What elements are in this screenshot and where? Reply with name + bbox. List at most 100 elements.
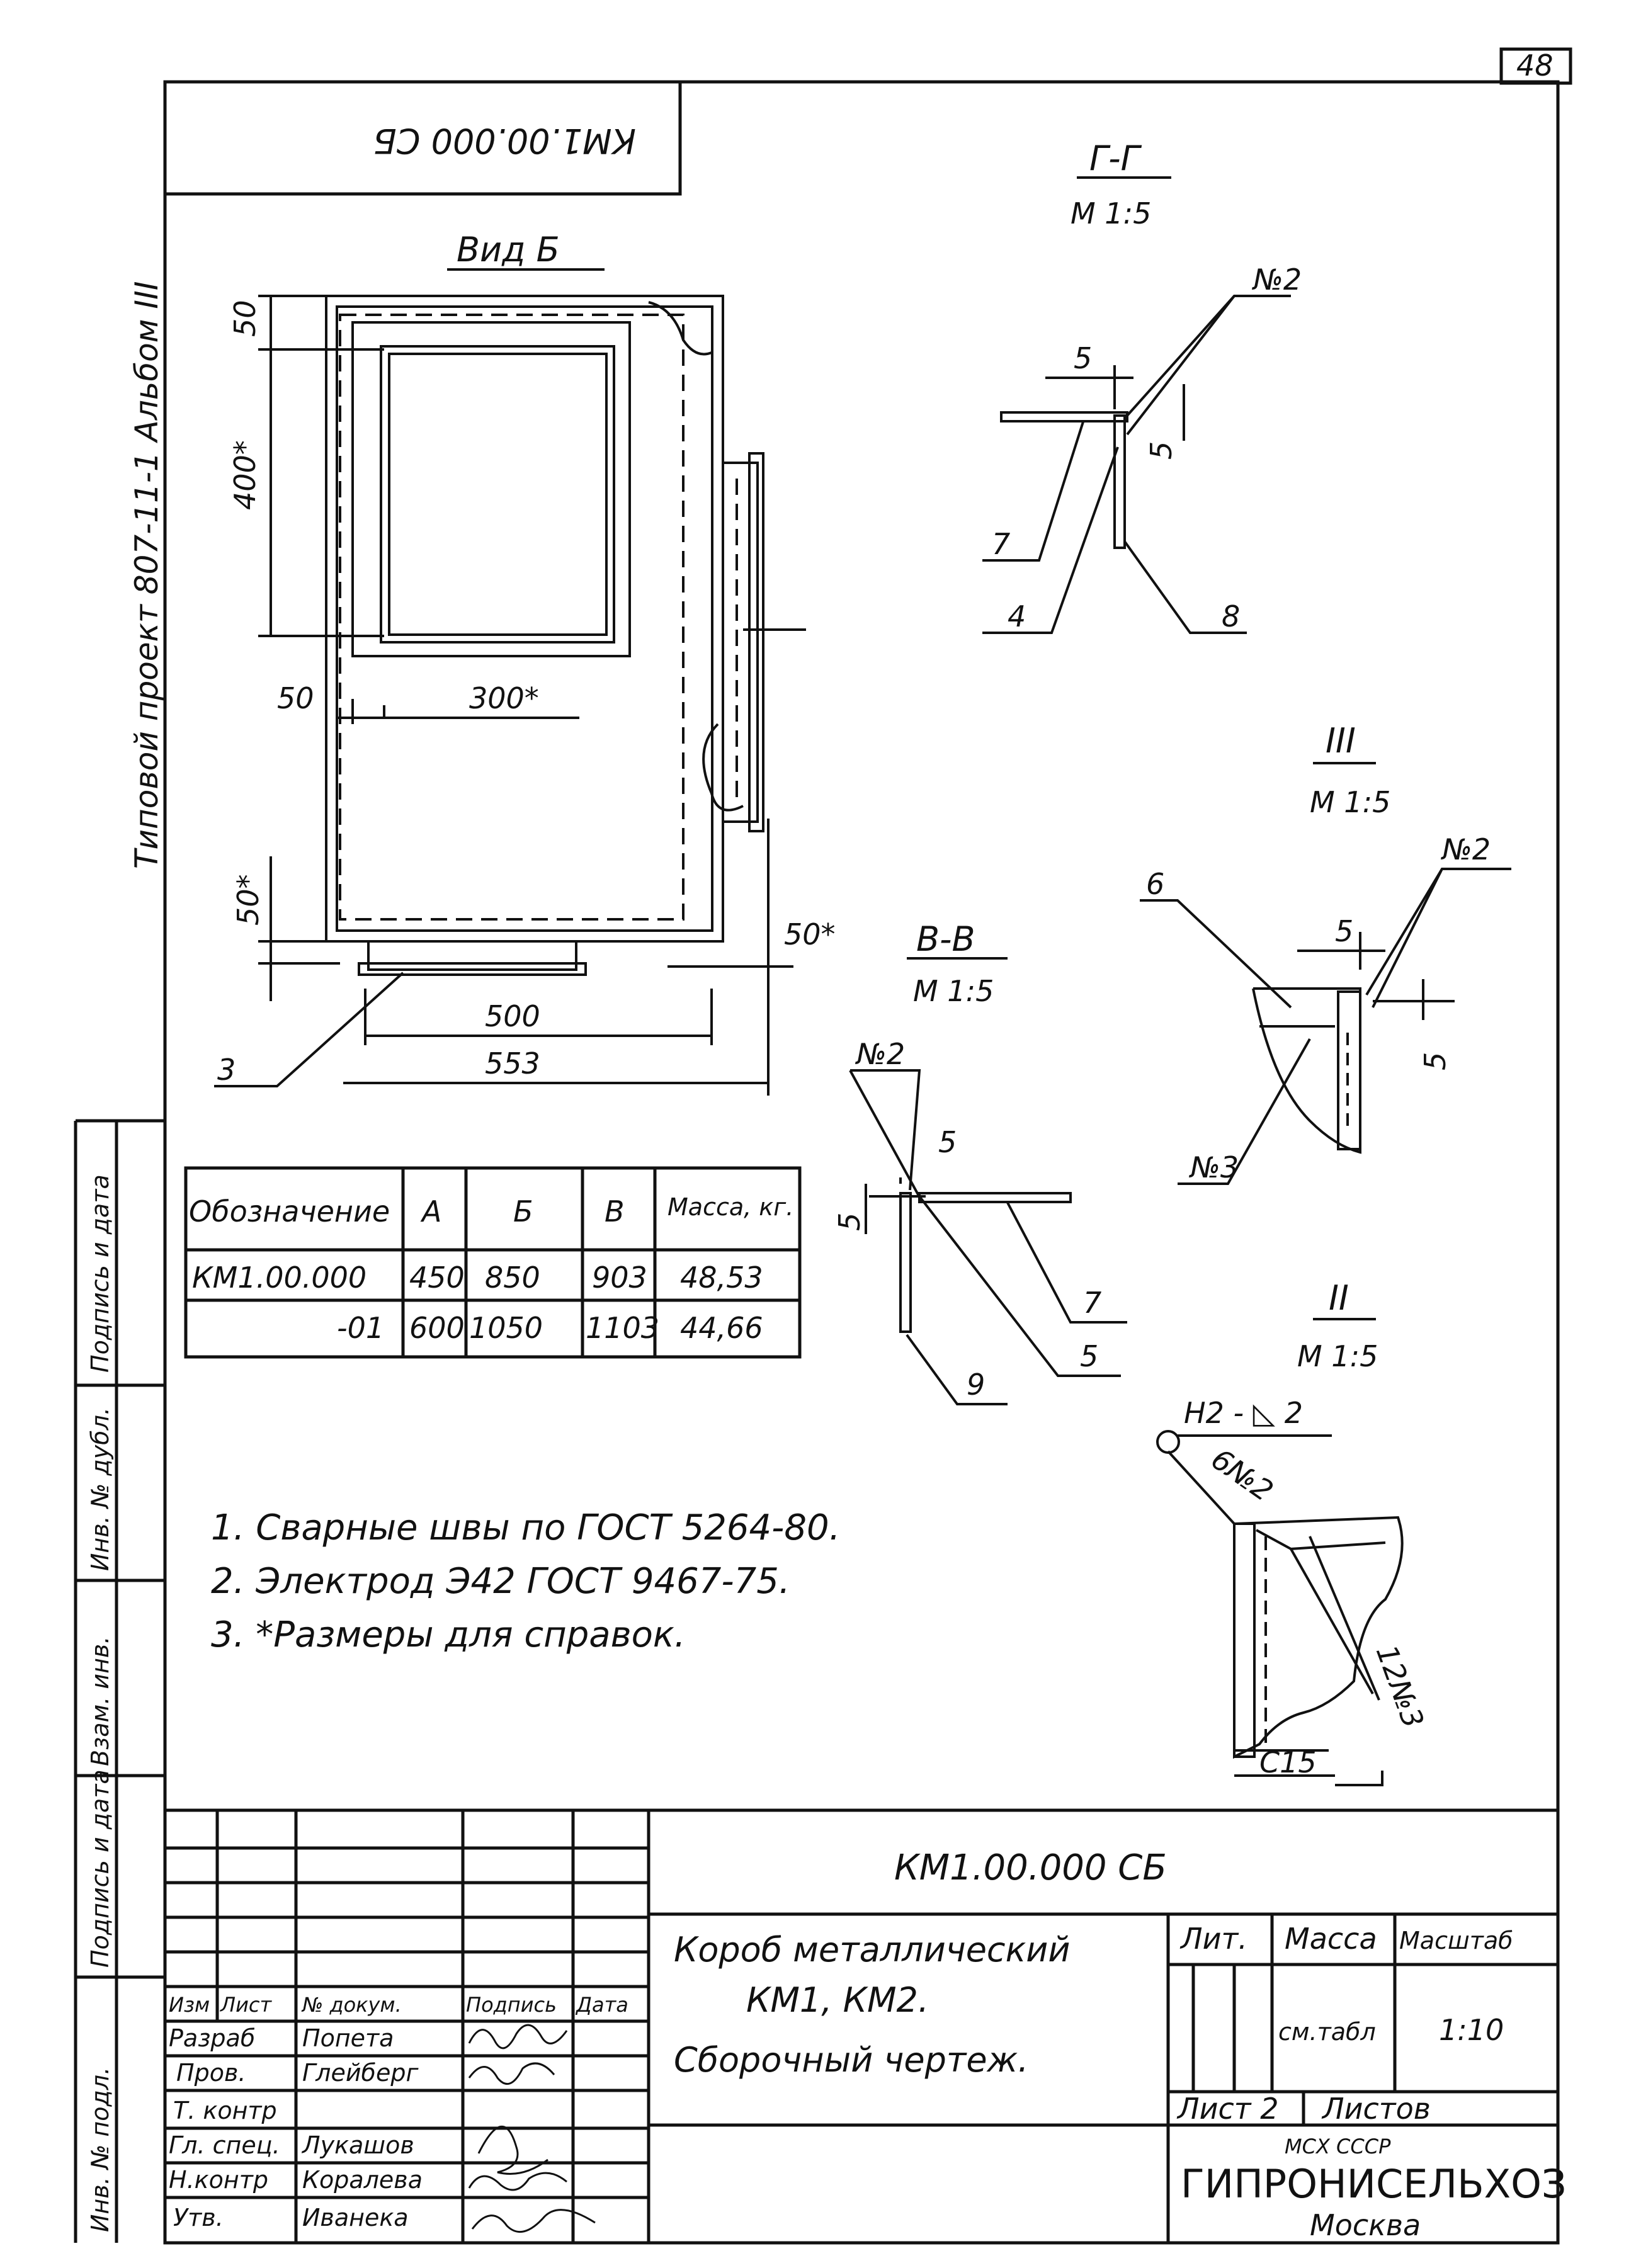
section-gg-title: Г-Г bbox=[1089, 139, 1142, 178]
title-scale-val: 1:10 bbox=[1439, 2013, 1504, 2047]
view-b-drawing bbox=[214, 295, 806, 1096]
section-gg-label-7: 7 bbox=[992, 527, 1010, 561]
detail-ii-title: II bbox=[1329, 1278, 1349, 1318]
view-b-dim-50-left: 50 bbox=[277, 681, 314, 715]
detail-iii-scale: М 1:5 bbox=[1310, 785, 1390, 819]
spec-row2-mass: 44,66 bbox=[680, 1311, 763, 1345]
spec-row2-designation: -01 bbox=[337, 1311, 384, 1345]
title-sheet: Лист 2 bbox=[1176, 2092, 1278, 2126]
section-gg-label-5a: 5 bbox=[1074, 341, 1092, 375]
sheet-number: 48 bbox=[1516, 48, 1554, 82]
view-b-dim-50-top: 50 bbox=[228, 300, 262, 337]
detail-ii-label-12no3: 12№3 bbox=[1370, 1640, 1431, 1732]
role-prov: Пров. bbox=[176, 2059, 246, 2087]
section-vv-label-5b: 5 bbox=[832, 1213, 866, 1231]
col-hdr-izm: Изм bbox=[169, 1993, 210, 2017]
margin-field-vzam-inv: Взам. инв. bbox=[86, 1636, 114, 1766]
section-vv-title: В-В bbox=[916, 919, 975, 959]
role-nkontr: Н.контр bbox=[169, 2166, 268, 2194]
section-vv-label-5a: 5 bbox=[938, 1125, 957, 1159]
spec-row1-a: 450 bbox=[409, 1261, 465, 1295]
note-3: 3. *Размеры для справок. bbox=[211, 1614, 686, 1655]
stamp-rotated-text: КМ1.00.000 СБ bbox=[373, 121, 636, 161]
view-b-dim-400: 400* bbox=[228, 440, 262, 510]
title-mass-val: см.табл bbox=[1278, 2018, 1376, 2046]
signature-scribbles bbox=[468, 2024, 596, 2233]
role-utv: Утв. bbox=[173, 2204, 224, 2231]
note-1: 1. Сварные швы по ГОСТ 5264-80. bbox=[211, 1507, 840, 1548]
view-b-dim-300: 300* bbox=[469, 681, 539, 715]
title-scale-hdr: Масштаб bbox=[1399, 1927, 1513, 1954]
stamp-box bbox=[163, 80, 682, 196]
spec-table bbox=[184, 1166, 802, 1359]
detail-ii-label-h2: Н2 - ◺ 2 bbox=[1184, 1396, 1303, 1430]
view-b-dim-500: 500 bbox=[485, 999, 540, 1033]
view-b-dim-50-right: 50* bbox=[784, 917, 836, 951]
section-vv-label-9: 9 bbox=[967, 1368, 985, 1402]
drawing-frame bbox=[163, 80, 1560, 2245]
spec-header-mass: Масса, кг. bbox=[667, 1193, 793, 1221]
section-gg-label-8: 8 bbox=[1222, 599, 1240, 633]
section-gg-scale: М 1:5 bbox=[1071, 196, 1151, 230]
detail-iii-title: III bbox=[1326, 721, 1356, 761]
note-2: 2. Электрод Э42 ГОСТ 9467-75. bbox=[211, 1561, 790, 1602]
detail-iii-label-6: 6 bbox=[1146, 867, 1164, 901]
detail-iii-label-no3: №3 bbox=[1188, 1150, 1239, 1184]
section-vv-label-no2: №2 bbox=[855, 1037, 905, 1071]
spec-row1-mass: 48,53 bbox=[680, 1261, 763, 1295]
section-gg-label-5b: 5 bbox=[1144, 441, 1178, 460]
detail-ii-drawing bbox=[1156, 1430, 1404, 1786]
title-org-line3: Москва bbox=[1310, 2208, 1421, 2242]
name-utv: Иванека bbox=[302, 2204, 409, 2231]
section-vv-drawing bbox=[849, 1069, 1127, 1405]
view-b-leader-3: 3 bbox=[217, 1053, 236, 1087]
role-glspec: Гл. спец. bbox=[169, 2131, 280, 2159]
title-org-line1: МСХ СССР bbox=[1285, 2135, 1391, 2158]
role-tkontr: Т. контр bbox=[173, 2097, 277, 2124]
view-b-title: Вид Б bbox=[457, 230, 560, 269]
title-block-grid bbox=[165, 1808, 1558, 2243]
title-sheets: Листов bbox=[1321, 2092, 1431, 2126]
title-mass-hdr: Масса bbox=[1285, 1922, 1377, 1956]
section-gg-drawing bbox=[982, 295, 1291, 634]
name-razrab: Попета bbox=[302, 2024, 394, 2052]
margin-field-signature-date-1: Подпись и дата bbox=[86, 1174, 114, 1373]
spec-row1-b: 850 bbox=[485, 1261, 540, 1295]
section-vv-scale: М 1:5 bbox=[913, 974, 994, 1008]
sheet-number-box bbox=[1499, 47, 1572, 85]
title-name-line2: КМ1, КМ2. bbox=[746, 1980, 929, 2020]
spec-row1-v: 903 bbox=[592, 1261, 647, 1295]
title-name-line3: Сборочный чертеж. bbox=[674, 2040, 1028, 2080]
spec-row2-v: 1103 bbox=[586, 1311, 659, 1345]
spec-header-a: А bbox=[420, 1194, 441, 1228]
margin-field-inv-podl: Инв. № подл. bbox=[86, 2067, 114, 2232]
role-razrab: Разраб bbox=[169, 2024, 255, 2052]
view-b-dim-553: 553 bbox=[485, 1046, 540, 1080]
margin-field-inv-dubl: Инв. № дубл. bbox=[86, 1407, 114, 1571]
side-label: Типовой проект 807-11-1 Альбом III bbox=[128, 281, 165, 869]
name-nkontr: Коралева bbox=[302, 2166, 423, 2194]
detail-iii-label-no2: №2 bbox=[1440, 832, 1491, 866]
spec-header-b: Б bbox=[513, 1194, 533, 1228]
detail-iii-drawing bbox=[1140, 868, 1511, 1185]
section-gg-label-no2: №2 bbox=[1251, 263, 1302, 297]
title-name-line1: Короб металлический bbox=[674, 1930, 1070, 1970]
section-gg-label-4: 4 bbox=[1008, 599, 1026, 633]
name-prov: Глейберг bbox=[302, 2059, 419, 2087]
spec-row2-a: 600 bbox=[409, 1311, 465, 1345]
title-designation: КМ1.00.000 СБ bbox=[894, 1847, 1167, 1888]
view-b-dim-50-bottom: 50* bbox=[231, 874, 265, 926]
section-vv-label-5c: 5 bbox=[1080, 1339, 1098, 1373]
spec-header-v: В bbox=[605, 1194, 625, 1228]
col-hdr-doc: № докум. bbox=[301, 1993, 402, 2017]
spec-header-designation: Обозначение bbox=[189, 1194, 390, 1228]
col-hdr-list: Лист bbox=[220, 1993, 272, 2017]
detail-iii-label-5b: 5 bbox=[1418, 1052, 1452, 1070]
detail-ii-label-6no2: 6№2 bbox=[1205, 1442, 1280, 1508]
detail-iii-label-5a: 5 bbox=[1335, 914, 1353, 948]
col-hdr-signature: Подпись bbox=[466, 1993, 557, 2017]
title-lit: Лит. bbox=[1179, 1922, 1247, 1956]
section-vv-label-7: 7 bbox=[1083, 1286, 1101, 1320]
col-hdr-date: Дата bbox=[575, 1993, 628, 2017]
